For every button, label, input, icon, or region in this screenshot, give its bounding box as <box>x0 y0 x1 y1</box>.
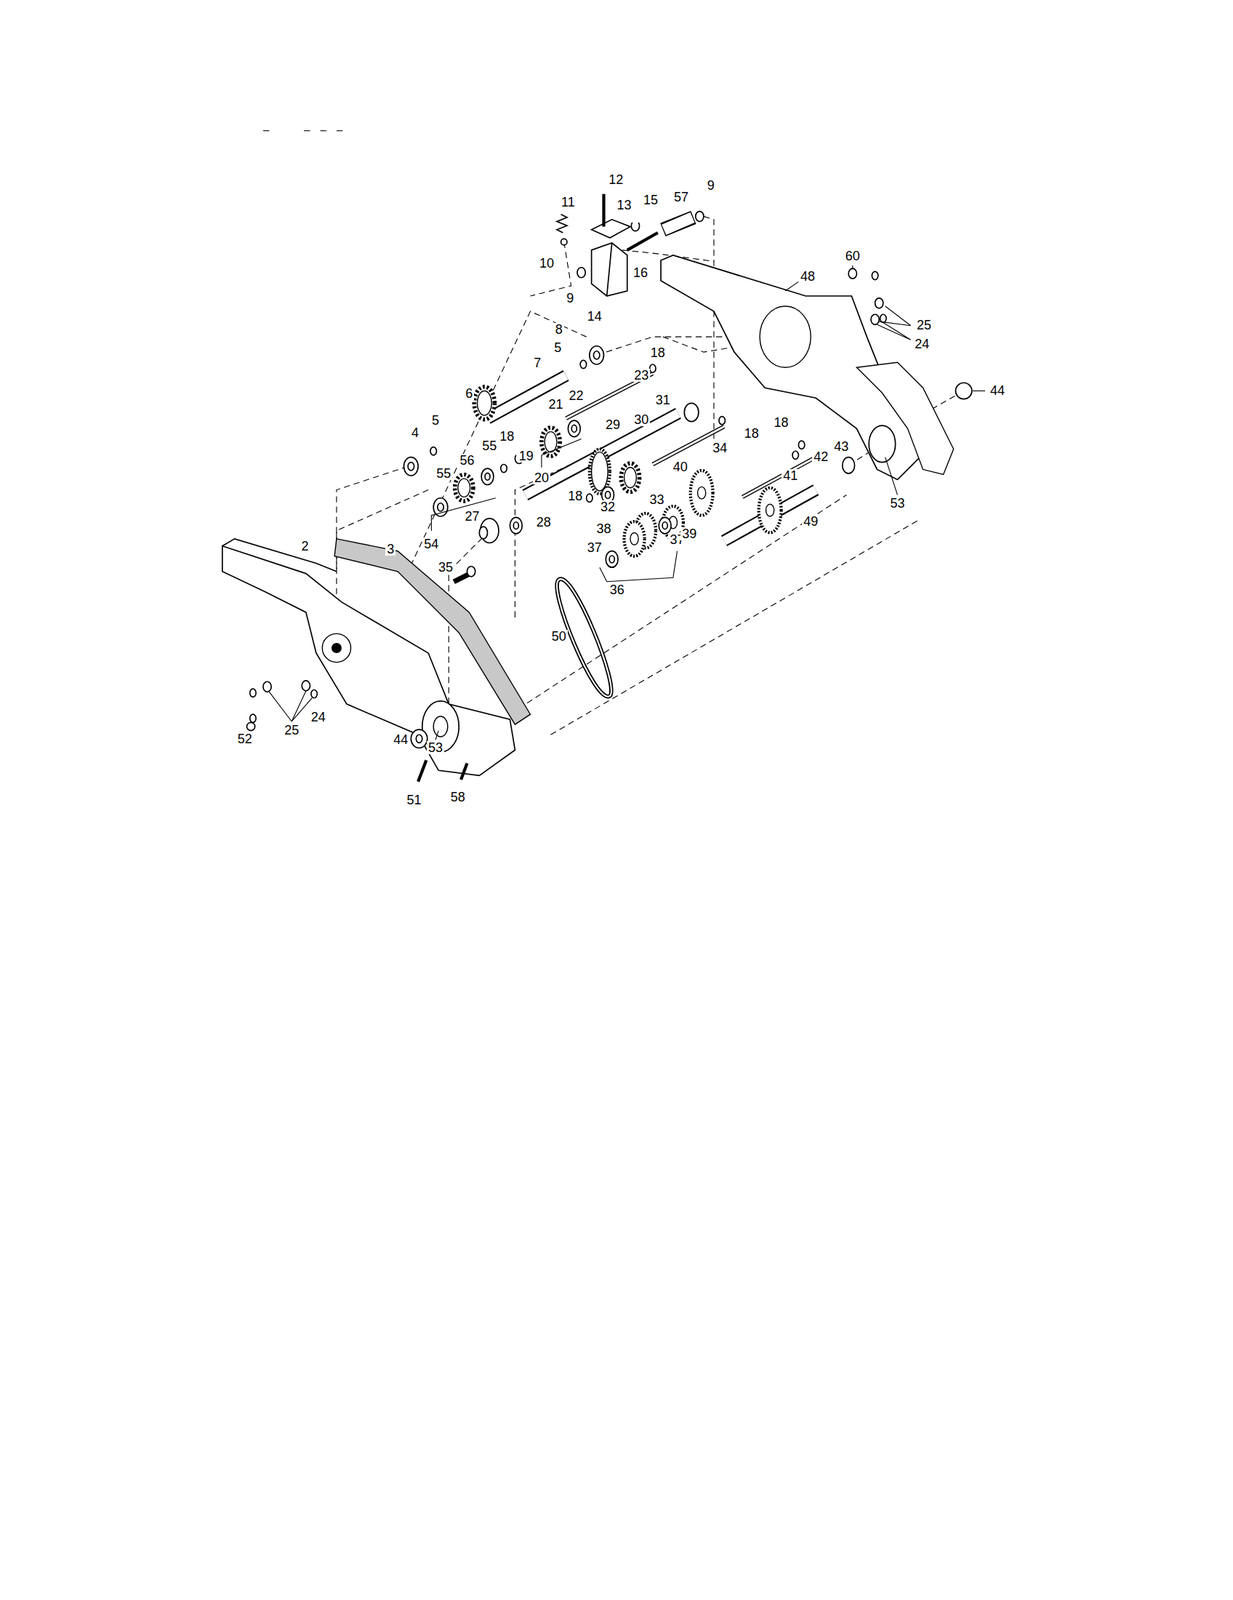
callout-number: 25 <box>915 318 933 332</box>
callout-number: 29 <box>604 418 622 432</box>
callout-number: 37 <box>585 540 604 554</box>
callout-number: 57 <box>672 190 690 204</box>
callout-number: 53 <box>888 496 906 510</box>
callout-number: 33 <box>647 492 666 506</box>
callout-number: 54 <box>422 537 440 551</box>
callout-number: 20 <box>532 471 551 485</box>
callout-number: 31 <box>654 393 672 407</box>
callout-number: 34 <box>711 441 729 455</box>
callout-number: 50 <box>550 629 568 643</box>
callout-number: 27 <box>463 509 481 523</box>
callout-number: 6 <box>463 386 475 400</box>
callout-number: 8 <box>553 322 565 336</box>
callout-number: 11 <box>559 195 577 209</box>
callout-number: 55 <box>434 466 453 480</box>
callout-number: 9 <box>705 178 717 192</box>
callout-number: 10 <box>537 256 556 270</box>
callout-number: 25 <box>282 723 301 737</box>
callout-number: 18 <box>772 415 791 429</box>
callout-number: 12 <box>607 173 625 187</box>
callout-number: 4 <box>410 426 421 440</box>
callout-number: 5 <box>430 413 441 427</box>
callout-number: 51 <box>405 793 424 807</box>
callout-number: 3 <box>385 542 396 556</box>
callout-number: 15 <box>641 193 660 207</box>
callout-number: 43 <box>832 439 850 453</box>
callout-number: 18 <box>649 346 667 360</box>
callout-number: 18 <box>566 489 584 503</box>
callout-number: 16 <box>631 266 650 280</box>
callout-number: 55 <box>480 439 498 453</box>
callout-number: 19 <box>517 449 536 463</box>
callout-number: 18 <box>497 429 516 443</box>
callout-number: 18 <box>742 426 761 440</box>
callout-number: 53 <box>426 740 445 754</box>
callout-number: 5 <box>552 340 563 355</box>
callout-number: 7 <box>532 356 543 370</box>
callout-number: 44 <box>391 732 410 746</box>
callout-number: 48 <box>798 269 817 283</box>
callout-number: 49 <box>801 514 820 528</box>
callout-number: 13 <box>615 198 634 212</box>
callout-number: 28 <box>535 515 553 529</box>
callout-number: 56 <box>458 453 476 467</box>
callout-number: 35 <box>436 560 455 574</box>
callout-number: 40 <box>671 460 690 474</box>
callout-number: 2 <box>299 539 310 553</box>
callout-number: 42 <box>812 450 830 464</box>
callout-number: 24 <box>309 710 328 724</box>
callout-number: 23 <box>632 368 650 382</box>
callout-number: 30 <box>632 412 650 427</box>
callout-number: 32 <box>599 500 617 514</box>
callout-number: 22 <box>567 388 586 403</box>
callout-number: 60 <box>844 249 862 263</box>
callout-number: 24 <box>913 337 931 351</box>
callout-number: 44 <box>988 383 1007 397</box>
callout-number: 38 <box>594 521 613 536</box>
callout-number: 41 <box>781 468 799 483</box>
callout-number: 36 <box>608 583 626 597</box>
callout-number: 58 <box>449 790 467 804</box>
callout-number: 14 <box>585 309 604 323</box>
callout-number: 52 <box>236 732 254 746</box>
callout-number: 9 <box>564 291 576 305</box>
callout-number: 39 <box>680 527 698 541</box>
callout-number: 21 <box>547 397 565 411</box>
